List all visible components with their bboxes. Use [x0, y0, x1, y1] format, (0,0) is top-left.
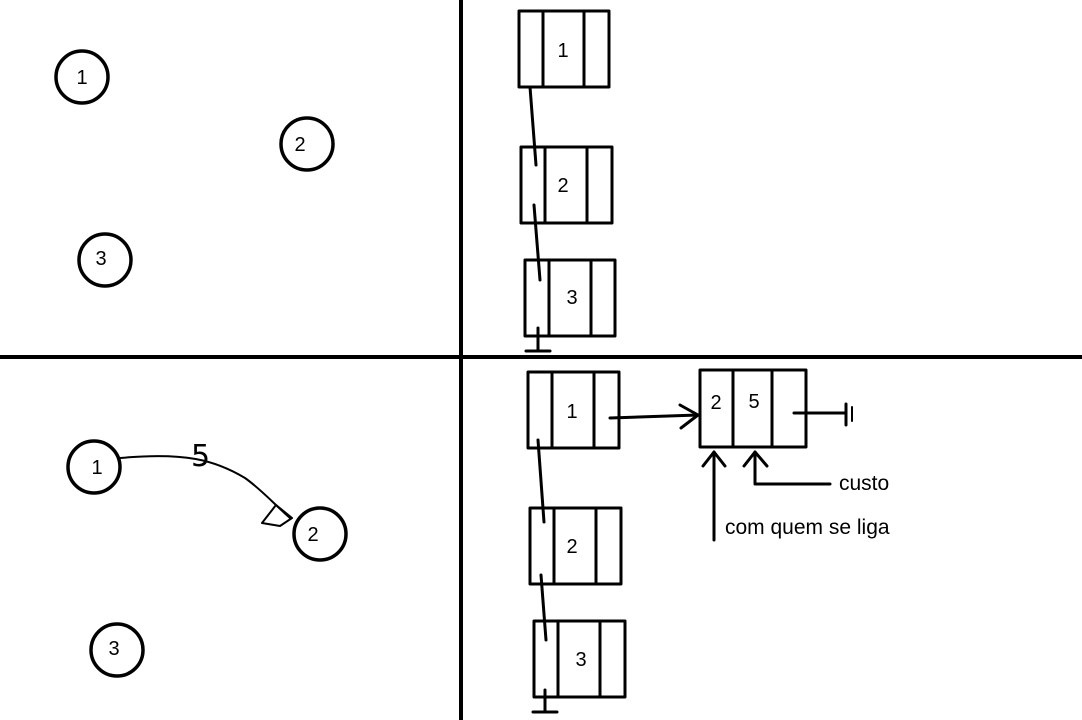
top-left-graph: 1 2 3 [54, 49, 335, 288]
adjacency-pointer-arrow [608, 403, 700, 430]
bottom-right-list: 1 2 3 2 5 [526, 368, 890, 714]
next-pointer [532, 203, 542, 282]
node-label: 2 [294, 134, 305, 156]
edge-null-terminator [792, 402, 853, 427]
graph-node-1: 1 [66, 439, 122, 495]
edge-node-target: 2 [710, 392, 721, 414]
null-terminator [531, 688, 559, 714]
graph-node-3: 3 [89, 622, 145, 678]
list-node-1: 1 [526, 370, 621, 450]
list-node-label: 2 [566, 536, 577, 558]
node-label: 3 [108, 638, 119, 660]
list-node-label: 3 [566, 287, 577, 309]
edge-weight: 5 [191, 439, 210, 474]
bottom-left-graph: 1 2 3 5 [66, 439, 348, 678]
edge-node: 2 5 [698, 368, 808, 449]
node-label: 1 [91, 457, 102, 479]
list-node-label: 1 [566, 401, 577, 423]
list-node-3: 3 [523, 258, 617, 338]
next-pointer [539, 573, 548, 642]
node-label: 1 [76, 67, 87, 89]
graph-node-2: 2 [292, 506, 348, 562]
target-annotation-arrow [701, 450, 727, 542]
list-node-3: 3 [532, 619, 627, 699]
edge-arrowhead [261, 504, 293, 527]
list-node-2: 2 [519, 145, 614, 225]
next-pointer [536, 438, 546, 524]
top-right-list: 1 2 3 [517, 9, 617, 353]
list-node-label: 1 [557, 40, 568, 62]
graph-node-2: 2 [279, 116, 335, 172]
next-pointer [528, 85, 538, 167]
cost-annotation-label: custo [839, 472, 889, 495]
list-node-1: 1 [517, 9, 611, 89]
graph-node-3: 3 [77, 232, 133, 288]
node-label: 2 [307, 524, 318, 546]
graph-node-1: 1 [54, 49, 110, 105]
edge-node-cost: 5 [748, 391, 759, 413]
list-node-label: 2 [557, 175, 568, 197]
list-node-label: 3 [575, 649, 586, 671]
edge-1-2 [119, 455, 291, 519]
null-terminator [524, 326, 552, 353]
list-node-2: 2 [528, 506, 623, 586]
node-label: 3 [95, 248, 106, 270]
target-annotation-label: com quem se liga [725, 516, 890, 539]
cost-annotation-arrow [742, 450, 832, 486]
